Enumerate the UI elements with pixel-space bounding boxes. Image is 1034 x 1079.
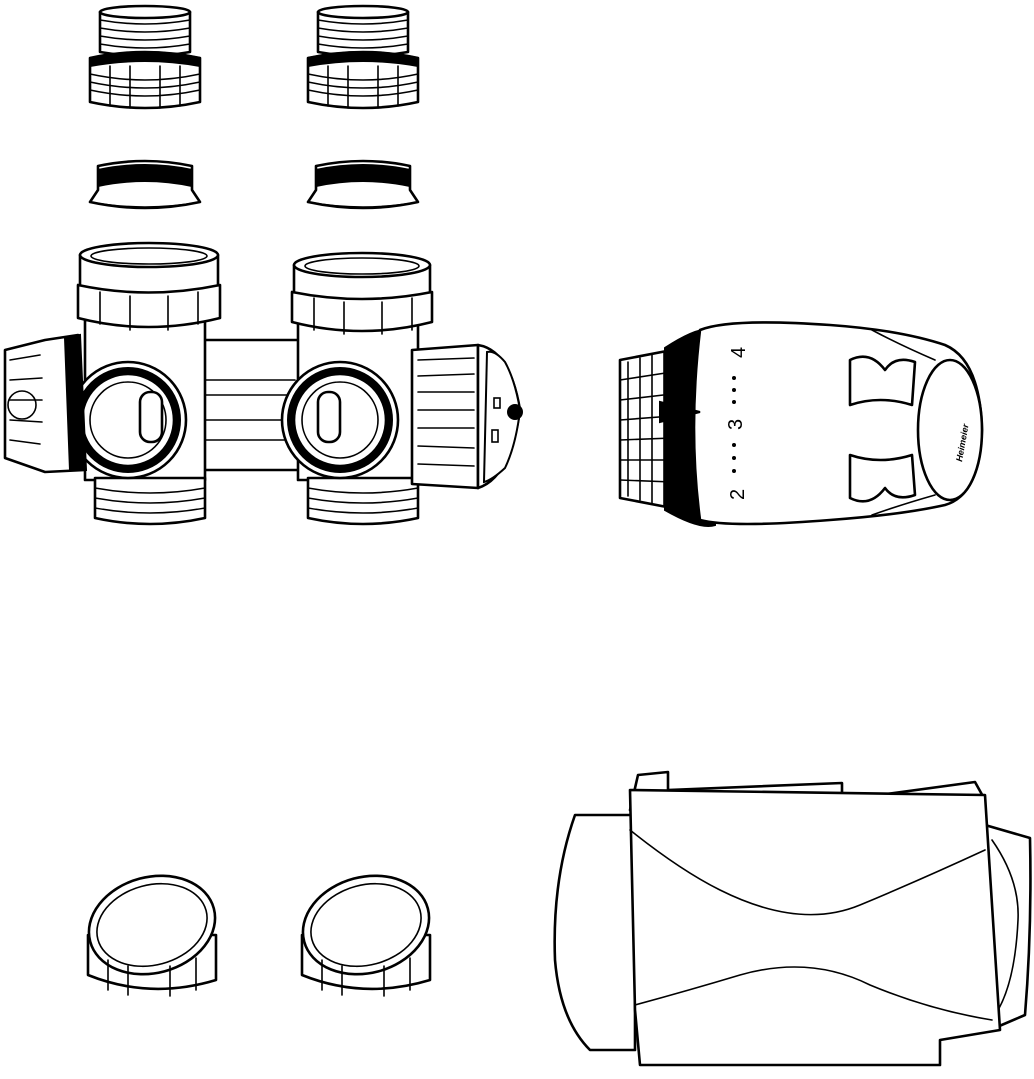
dial-mark-4: 4 [728,347,750,358]
threaded-adapter-left [88,4,202,110]
valve-body [3,241,523,526]
nut-cap-right [300,874,432,997]
nut-cap-left [86,874,218,997]
dial-mark-3: 3 [725,419,747,430]
thermostatic-head: 4 3 2 Heimeier [618,321,984,527]
dial-dots [732,376,736,473]
compression-cone-right [306,159,420,210]
compression-cone-left [88,159,202,210]
valve-cover [553,770,1032,1067]
dial-mark-2: 2 [727,489,749,500]
threaded-adapter-right [306,4,420,110]
